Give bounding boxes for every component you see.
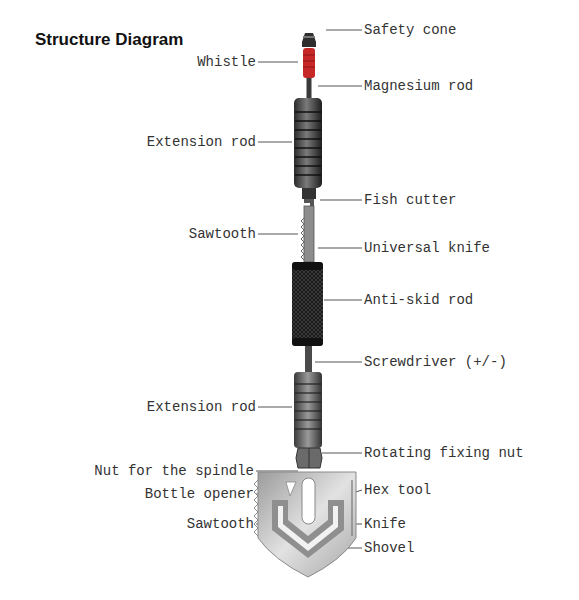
leader-line <box>320 200 362 201</box>
part-label: Whistle <box>197 54 256 70</box>
sawtooth <box>301 218 304 260</box>
leader-line <box>315 362 362 363</box>
rod-cap <box>292 262 323 270</box>
rotating-nut <box>296 448 322 468</box>
shovel-blade <box>258 472 356 577</box>
rod-cap <box>292 338 323 346</box>
nut-edge <box>309 448 310 468</box>
part-label: Magnesium rod <box>364 78 473 94</box>
leader-line <box>318 248 362 249</box>
shovel-sawtooth <box>254 480 258 536</box>
safety-cone <box>302 33 316 47</box>
rod-grooves <box>295 112 321 175</box>
leader-line <box>326 30 362 31</box>
fish-cutter <box>304 199 314 206</box>
leader-lines <box>256 30 362 548</box>
anti-skid-rod <box>292 262 323 346</box>
part-label: Nut for the spindle <box>94 463 254 479</box>
whistle-grooves <box>303 55 315 67</box>
leader-line <box>258 142 292 143</box>
diagram-title: Structure Diagram <box>35 30 183 50</box>
leader-line <box>322 453 362 454</box>
rod-grooves <box>295 384 321 429</box>
knife-edge <box>351 480 352 536</box>
cone-band <box>303 36 315 38</box>
part-label: Extension rod <box>147 399 256 415</box>
part-label: Universal knife <box>364 240 490 256</box>
part-label: Anti-skid rod <box>364 292 473 308</box>
part-label: Fish cutter <box>364 192 456 208</box>
leader-line <box>258 407 292 408</box>
part-label: Shovel <box>364 540 414 556</box>
leader-line <box>258 234 298 235</box>
hex-tool-slot <box>302 478 315 524</box>
leader-line <box>256 471 298 472</box>
part-label: Extension rod <box>147 134 256 150</box>
part-label: Safety cone <box>364 22 456 38</box>
part-label: Sawtooth <box>187 516 254 532</box>
rod-neck <box>302 188 316 199</box>
screwdriver <box>305 346 312 372</box>
extension-rod <box>294 98 322 188</box>
extension-rod <box>294 372 322 448</box>
part-label: Bottle opener <box>145 486 254 502</box>
magnesium-rod <box>307 78 312 99</box>
leader-line <box>324 300 362 301</box>
part-label: Rotating fixing nut <box>364 445 524 461</box>
part-label: Sawtooth <box>189 226 256 242</box>
universal-knife <box>304 206 314 262</box>
whistle <box>303 48 315 78</box>
leader-line <box>318 86 362 87</box>
part-label: Hex tool <box>364 482 431 498</box>
bottle-opener <box>286 482 296 496</box>
part-label: Knife <box>364 516 406 532</box>
part-label: Screwdriver (+/-) <box>364 354 507 370</box>
leader-line <box>258 62 298 63</box>
